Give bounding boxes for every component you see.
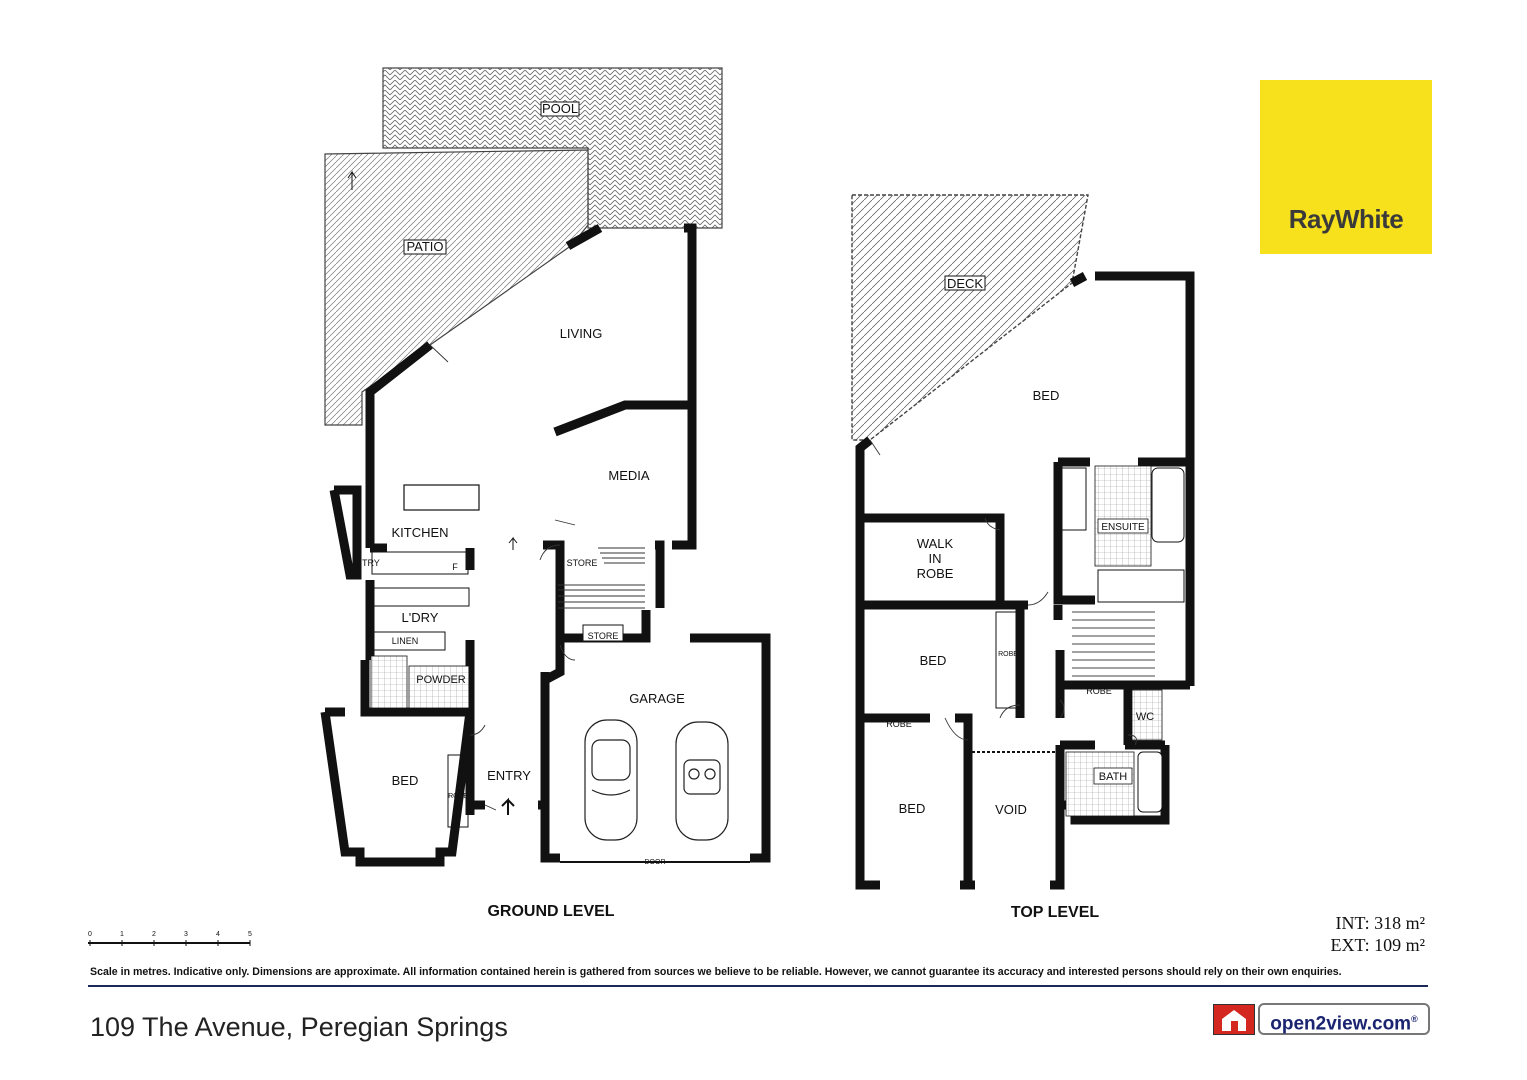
label-store-2: STORE [588, 631, 619, 641]
label-walk-in-robe-1: WALK [917, 536, 954, 551]
car-left [584, 719, 638, 841]
label-garage: GARAGE [629, 691, 685, 706]
label-walk-in-robe-2: IN [929, 551, 942, 566]
ensuite-bath [1151, 467, 1185, 543]
label-patio: PATIO [406, 239, 443, 254]
label-deck: DECK [947, 276, 983, 291]
label-linen: LINEN [392, 636, 419, 646]
scale-tick-5: 5 [248, 931, 252, 938]
label-robe-4: ROBE [1086, 686, 1112, 696]
label-walk-in-robe-3: ROBE [917, 566, 954, 581]
ground-level-title: GROUND LEVEL [487, 903, 614, 920]
ensuite-vanity [1061, 467, 1087, 531]
entry-arrow [501, 797, 515, 815]
top-level-title: TOP LEVEL [1011, 904, 1100, 921]
deck-area [851, 194, 1089, 441]
scale-tick-4: 4 [216, 931, 220, 938]
laundry-bench [372, 587, 470, 607]
scale-tick-0: 0 [88, 931, 92, 938]
up-arrow-patio [347, 170, 357, 190]
patio-area [324, 149, 589, 426]
wc-tiles [1131, 689, 1163, 741]
open2view-text-box: open2view.com® [1258, 1003, 1430, 1035]
raywhite-logo-text: RayWhite [1288, 204, 1404, 234]
door-swings-top [869, 439, 1137, 746]
floor-areas: INT: 318 m² EXT: 109 m² [1331, 912, 1426, 956]
ensuite-shower [1097, 569, 1185, 603]
label-fridge: F [452, 562, 458, 572]
label-robe-3: ROBE [886, 719, 912, 729]
label-entry: ENTRY [487, 768, 531, 783]
open2view-logo: open2view.com® [1213, 1001, 1430, 1035]
label-pantry: P'TRY [354, 558, 380, 568]
label-kitchen: KITCHEN [391, 525, 448, 540]
label-living: LIVING [560, 326, 603, 341]
powder-tiles [370, 655, 408, 709]
scale-tick-2: 2 [152, 931, 156, 938]
label-bed-2: BED [920, 653, 947, 668]
ensuite-tiles [1094, 465, 1152, 567]
robe-bed2 [995, 611, 1019, 709]
up-arrow-kitchen [508, 536, 518, 550]
label-bed-3: BED [899, 801, 926, 816]
scale-tick-1: 1 [120, 931, 124, 938]
internal-area: INT: 318 m² [1335, 913, 1426, 933]
label-store-1: STORE [567, 558, 598, 568]
store-ground-box [582, 624, 624, 642]
footer-rule [88, 985, 1428, 987]
label-robe-2: ROBE [998, 651, 1018, 658]
label-bed-main: BED [1033, 388, 1060, 403]
property-address: 109 The Avenue, Peregian Springs [90, 1012, 508, 1042]
open2view-mark: ® [1411, 1014, 1418, 1024]
kitchen-bench [371, 551, 469, 575]
top-level-plan: DECK BED ENSUITE WALK IN ROBE BED ROBE R… [851, 194, 1195, 921]
stairs-top [1072, 611, 1155, 677]
door-swings-ground [429, 344, 576, 811]
open2view-text: open2view.com [1270, 1013, 1412, 1035]
label-bed-ground: BED [392, 773, 419, 788]
powder-room-tiles [408, 665, 470, 709]
scale-bar: 0 1 2 3 4 5 [88, 931, 252, 946]
robe-cupboard [447, 754, 469, 828]
pool-area [382, 67, 723, 229]
label-door: DOOR [645, 859, 666, 866]
linen-cupboard [372, 631, 446, 651]
raywhite-logo: RayWhite [1260, 80, 1432, 254]
label-wc: WC [1136, 711, 1154, 723]
label-void: VOID [995, 802, 1027, 817]
label-robe-ground: ROBE [448, 793, 468, 800]
kitchen-island [403, 484, 480, 511]
label-media: MEDIA [608, 468, 650, 483]
house-icon [1213, 1004, 1255, 1035]
disclaimer: Scale in metres. Indicative only. Dimens… [90, 966, 1342, 978]
stairs-ground [558, 547, 645, 609]
bath-tub [1137, 751, 1163, 813]
ground-level-plan: POOL PATIO LIVING MEDIA KITCHEN P'TRY F … [320, 67, 771, 920]
label-ensuite: ENSUITE [1101, 522, 1145, 533]
car-right [675, 721, 729, 841]
external-area: EXT: 109 m² [1330, 935, 1426, 955]
ground-walls [320, 223, 771, 867]
label-pool: POOL [542, 101, 578, 116]
scale-tick-3: 3 [184, 931, 188, 938]
label-powder: POWDER [416, 674, 466, 686]
label-laundry: L'DRY [402, 610, 439, 625]
label-bath: BATH [1099, 771, 1128, 783]
